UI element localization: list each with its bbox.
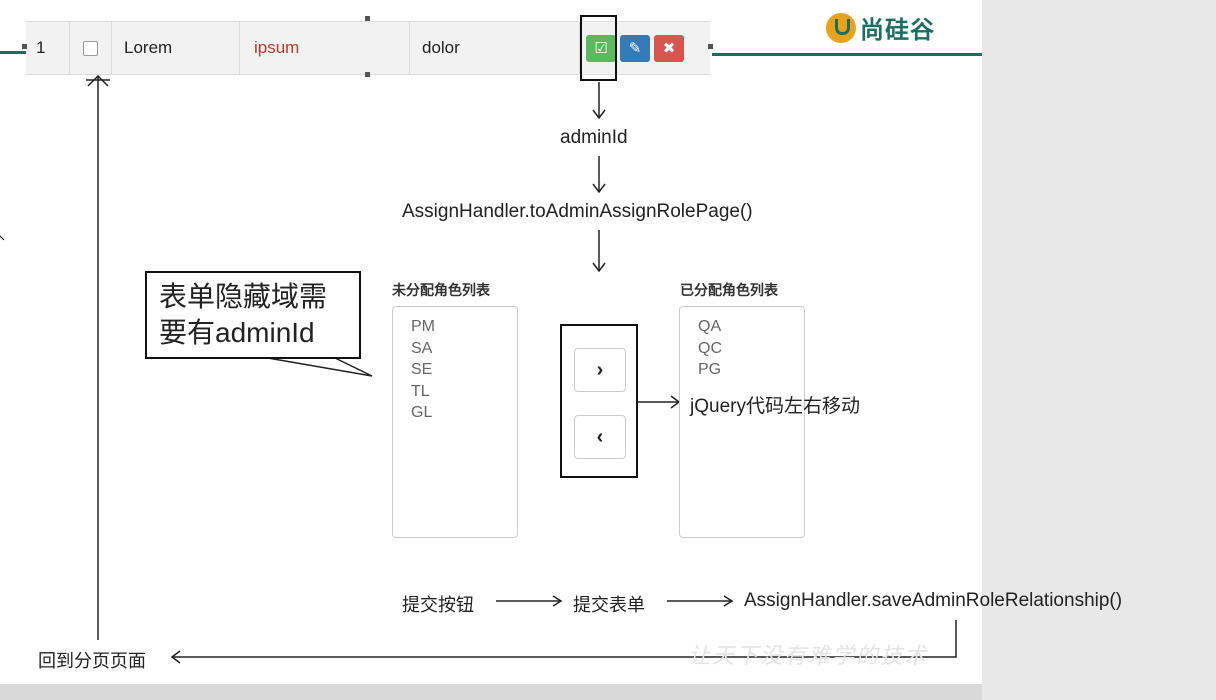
slide-margin: [982, 0, 1216, 700]
jquery-move-note: jQuery代码左右移动: [690, 396, 860, 417]
unassigned-list-title: 未分配角色列表: [392, 283, 490, 299]
header-rule-left: [0, 51, 28, 54]
assigned-role-list[interactable]: QA QC PG: [679, 306, 805, 538]
list-item[interactable]: TL: [411, 382, 430, 400]
check-square-icon: ☑: [594, 40, 608, 57]
row-number: 1: [26, 22, 70, 74]
list-item[interactable]: QA: [698, 318, 722, 335]
assign-role-button[interactable]: ☑: [586, 34, 616, 62]
edit-button[interactable]: ✎: [620, 34, 650, 62]
watermark: 让天下没有难学的技术: [688, 644, 929, 669]
highlight-frame: [580, 15, 617, 81]
save-relationship-handler: AssignHandler.saveAdminRoleRelationship(…: [744, 590, 1123, 611]
list-item[interactable]: GL: [411, 404, 433, 421]
unassigned-role-list[interactable]: PM SA SE TL GL: [392, 306, 518, 538]
logo-mark-icon: [826, 12, 856, 43]
chevron-right-icon: ›: [596, 358, 604, 381]
submit-button-step: 提交按钮: [402, 595, 474, 615]
return-to-page-step: 回到分页页面: [38, 651, 146, 671]
resize-handle: [708, 44, 713, 49]
admin-id-label: adminId: [560, 127, 628, 148]
callout-line-2: 要有adminId: [159, 317, 315, 348]
list-item[interactable]: QC: [698, 339, 722, 357]
pencil-icon: ✎: [628, 40, 642, 57]
brand-logo: 尚硅谷: [826, 10, 935, 45]
move-left-button[interactable]: ‹: [574, 415, 626, 459]
header-rule-right: [712, 53, 982, 56]
move-right-button[interactable]: ›: [574, 348, 626, 392]
table-row: 1 Lorem ipsum dolor ☑ ✎ ✖: [26, 21, 710, 75]
cell-col-b: ipsum: [240, 22, 410, 74]
callout-line-1: 表单隐藏域需: [159, 281, 328, 312]
close-icon: ✖: [662, 40, 676, 57]
move-buttons-frame: [560, 324, 638, 478]
cell-col-a: Lorem: [112, 22, 240, 74]
callout-bubble: 表单隐藏域需 要有adminId: [145, 271, 361, 359]
resize-handle: [22, 44, 27, 49]
list-item[interactable]: SA: [411, 339, 433, 357]
logo-text: 尚硅谷: [860, 16, 935, 44]
delete-button[interactable]: ✖: [654, 34, 684, 62]
row-actions: ☑ ✎ ✖: [580, 22, 710, 74]
list-item[interactable]: SE: [411, 361, 433, 378]
list-item[interactable]: PM: [411, 318, 435, 335]
to-assign-page-handler: AssignHandler.toAdminAssignRolePage(): [402, 201, 753, 222]
resize-handle: [365, 72, 370, 77]
cell-col-c: dolor: [410, 22, 580, 74]
submit-form-step: 提交表单: [573, 595, 645, 615]
checkbox-icon: [83, 40, 98, 56]
assigned-list-title: 已分配角色列表: [680, 283, 778, 299]
list-item[interactable]: PG: [698, 361, 722, 378]
resize-handle: [365, 16, 370, 21]
chevron-left-icon: ‹: [596, 425, 604, 448]
row-checkbox[interactable]: [70, 22, 112, 74]
